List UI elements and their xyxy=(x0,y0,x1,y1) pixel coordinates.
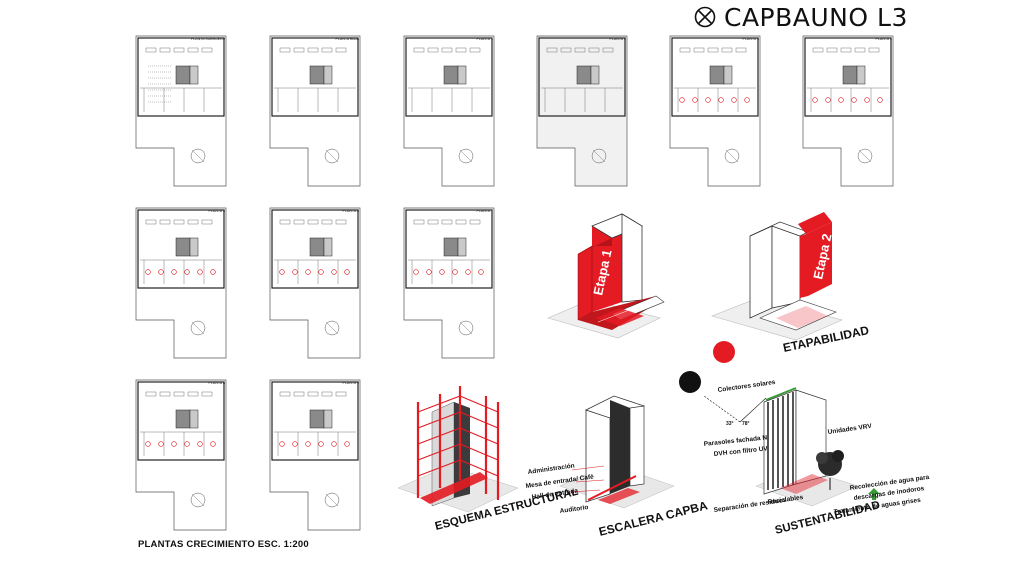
stair-annotation-admin: Administración xyxy=(527,462,575,476)
floor-plan-label: PLANTA 2 xyxy=(609,37,626,41)
floor-plan-label: PLANTA 1 xyxy=(476,37,493,41)
floor-plan: PLANTA 2 xyxy=(536,35,628,187)
floor-plan-label: PLANTA 5 xyxy=(208,209,225,213)
annot-parasoles-2: DVH con filtro UV xyxy=(713,445,768,458)
floor-plan-label: PLANTA 4 xyxy=(875,37,892,41)
etapa1-diagram: Etapa 1 xyxy=(547,213,665,339)
sun-winter-icon xyxy=(679,371,701,393)
board-title: CAPBAUNO L3 xyxy=(694,2,908,32)
floor-plan: PLANTA 8 xyxy=(135,379,227,531)
floor-plan-label: PLANTA 7 xyxy=(476,209,493,213)
stair-diagram xyxy=(559,395,675,509)
stair-annotation-auditorio: Auditorio xyxy=(559,504,589,515)
annot-unidades: Unidades VRV xyxy=(827,423,873,436)
capba-logo-icon xyxy=(694,6,716,28)
etapa2-diagram: Etapa 2 xyxy=(711,212,843,341)
floor-plan: PLANTA 6 xyxy=(269,207,361,359)
floor-plan: PLANTA 9 xyxy=(269,379,361,531)
board-title-text: CAPBAUNO L3 xyxy=(724,2,908,32)
floor-plan: PLANTA BAJA xyxy=(269,35,361,187)
structural-diagram xyxy=(397,386,519,513)
sustainability-diagram xyxy=(679,341,880,507)
floor-plan: PLANTA 7 xyxy=(403,207,495,359)
floor-plan: PLANTA 1 xyxy=(403,35,495,187)
recycle-arrow-icon xyxy=(868,488,880,500)
floor-plan-label: PLANTA BAJA xyxy=(335,37,359,41)
floor-plan-label: PLANTA 3 xyxy=(742,37,759,41)
floor-plan-label: PLANTA 6 xyxy=(342,209,359,213)
tree-icon xyxy=(816,450,844,490)
sun-summer-icon xyxy=(713,341,735,363)
floor-plan-label: PLANTA 8 xyxy=(208,381,225,385)
annot-colectores: Colectores solares xyxy=(717,379,776,394)
floor-plan-label: PLANTA SUBSUELO xyxy=(191,37,225,41)
annot-angle2: 78° xyxy=(742,421,750,427)
annot-angle1: 33° xyxy=(726,421,734,427)
scale-caption: PLANTAS CRECIMIENTO ESC. 1:200 xyxy=(138,539,309,550)
annot-separacion-2: Reciclables xyxy=(767,494,804,506)
floor-plan-label: PLANTA 9 xyxy=(342,381,359,385)
sustainability-caption: SUSTENTABILIDAD xyxy=(774,499,881,537)
floor-plan: PLANTA SUBSUELO xyxy=(135,35,227,187)
floor-plan: PLANTA 3 xyxy=(669,35,761,187)
floor-plan: PLANTA 4 xyxy=(802,35,894,187)
floor-plan: PLANTA 5 xyxy=(135,207,227,359)
